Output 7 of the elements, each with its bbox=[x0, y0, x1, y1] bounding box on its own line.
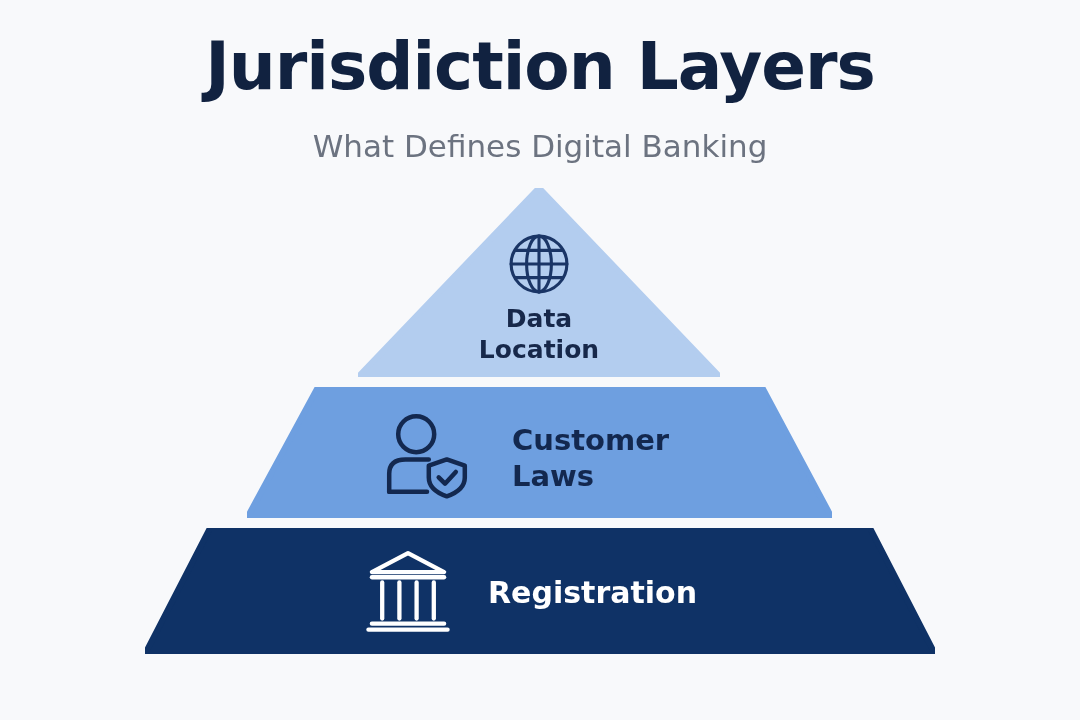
tier-label: Registration bbox=[488, 574, 698, 612]
subtitle: What Defines Digital Banking bbox=[312, 128, 768, 164]
tier-label: Data Location bbox=[477, 303, 601, 366]
pyramid-tier bbox=[358, 188, 720, 377]
tier-label: Customer Laws bbox=[512, 422, 671, 495]
pyramid-tier bbox=[247, 387, 832, 518]
pyramid-tier bbox=[145, 528, 935, 654]
